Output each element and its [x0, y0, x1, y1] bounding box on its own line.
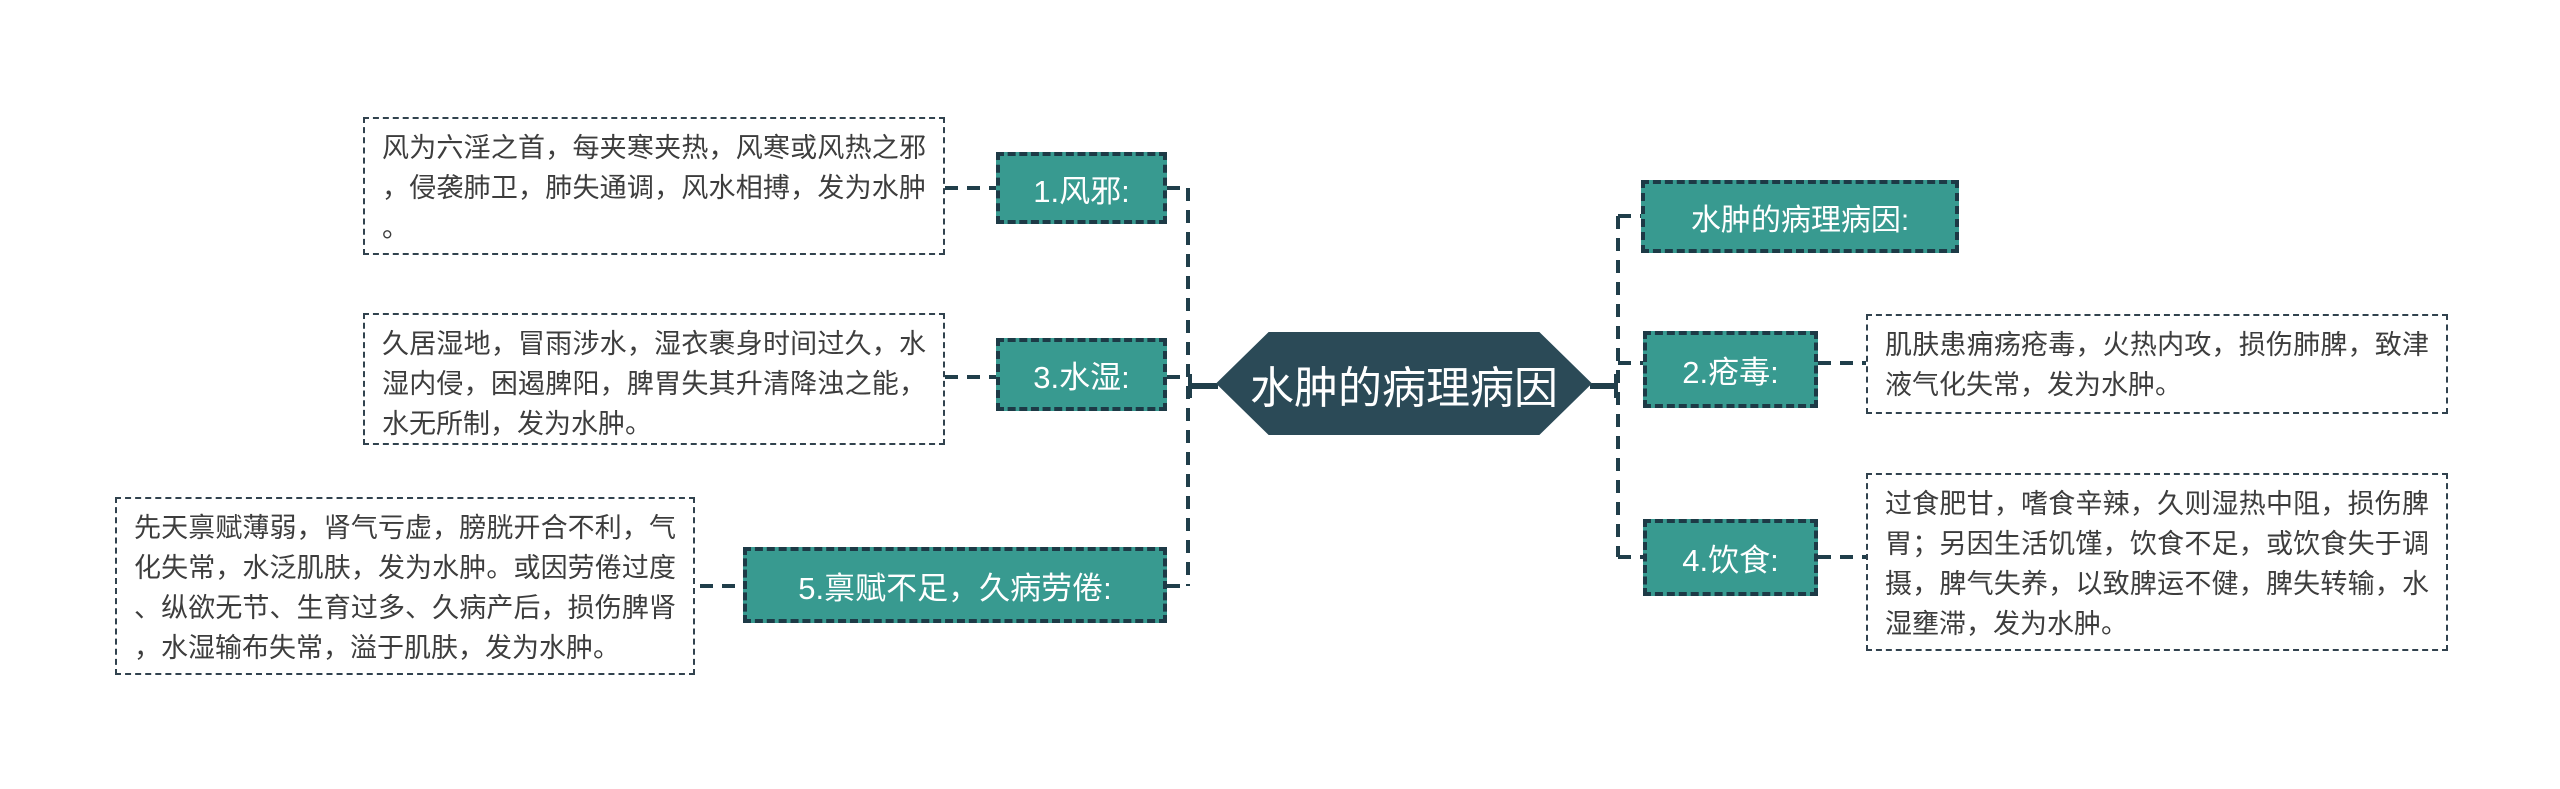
topic-node-diet[interactable]: 4.饮食:	[1643, 519, 1818, 596]
note-box-diet[interactable]: 过食肥甘，嗜食辛辣，久则湿热中阻，损伤脾胃；另因生活饥馑，饮食不足，或饮食失于调…	[1866, 473, 2448, 651]
topic-node-water-damp-label: 3.水湿:	[1033, 360, 1130, 395]
topic-node-water-damp[interactable]: 3.水湿:	[996, 338, 1167, 411]
note-box-sore-toxin[interactable]: 肌肤患痈疡疮毒，火热内攻，损伤肺脾，致津液气化失常，发为水肿。	[1866, 314, 2448, 414]
central-topic-label: 水肿的病理病因	[1250, 363, 1558, 413]
central-topic-node[interactable]: 水肿的病理病因	[1216, 332, 1592, 435]
note-box-endowment-deficiency[interactable]: 先天禀赋薄弱，肾气亏虚，膀胱开合不利，气化失常，水泛肌肤，发为水肿。或因劳倦过度…	[115, 497, 695, 675]
topic-node-sore-toxin-label: 2.疮毒:	[1682, 355, 1779, 390]
topic-node-endowment-deficiency[interactable]: 5.禀赋不足，久病劳倦:	[743, 547, 1167, 623]
note-box-water-damp[interactable]: 久居湿地，冒雨涉水，湿衣裹身时间过久，水湿内侵，困遏脾阳，脾胃失其升清降浊之能，…	[363, 313, 945, 445]
topic-node-diet-label: 4.饮食:	[1682, 543, 1779, 578]
note-box-wind-evil[interactable]: 风为六淫之首，每夹寒夹热，风寒或风热之邪，侵袭肺卫，肺失通调，风水相搏，发为水肿…	[363, 117, 945, 255]
topic-node-sore-toxin[interactable]: 2.疮毒:	[1643, 331, 1818, 408]
topic-node-endowment-deficiency-label: 5.禀赋不足，久病劳倦:	[798, 570, 1112, 606]
topic-node-edema-causes-header[interactable]: 水肿的病理病因:	[1641, 180, 1959, 253]
topic-node-wind-evil-label: 1.风邪:	[1033, 173, 1130, 209]
topic-node-edema-causes-header-label: 水肿的病理病因:	[1690, 203, 1910, 237]
topic-node-wind-evil[interactable]: 1.风邪:	[996, 152, 1167, 224]
